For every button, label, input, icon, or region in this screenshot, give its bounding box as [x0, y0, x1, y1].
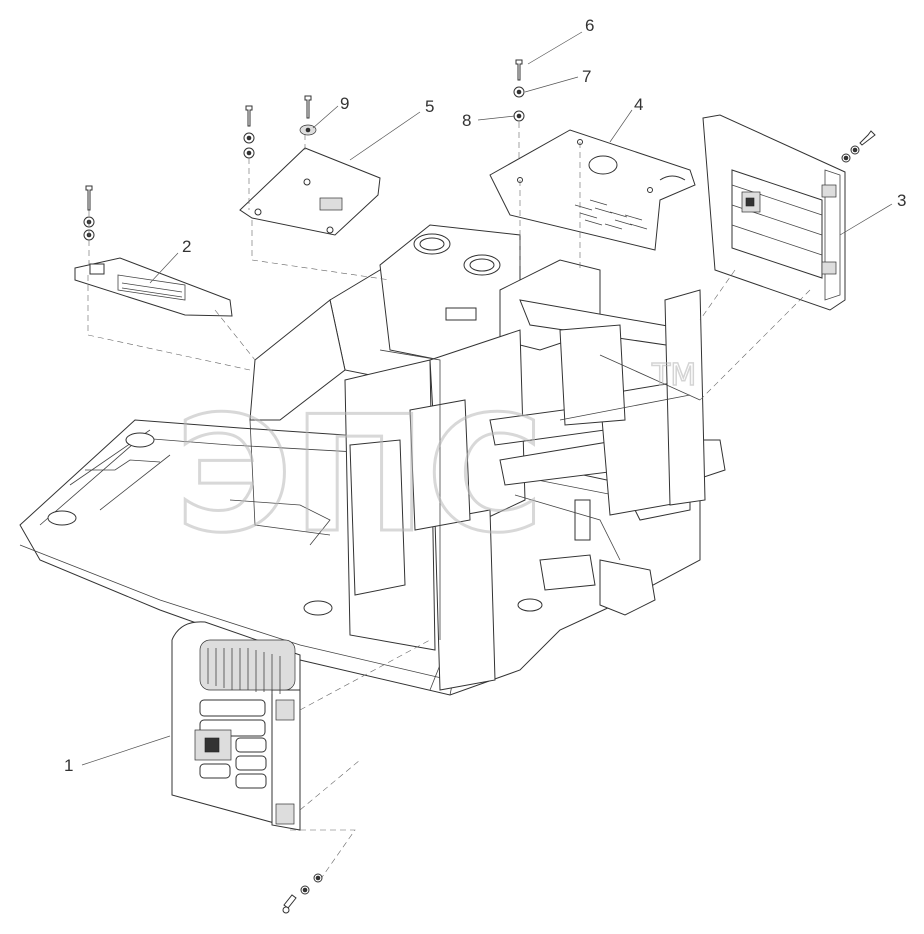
callout-9: 9 — [340, 94, 349, 113]
main-frame — [249, 224, 706, 691]
vent-slots — [199, 639, 296, 694]
bolt-set-part3 — [841, 130, 876, 163]
callout-5: 5 — [425, 97, 434, 116]
bolt-set-part5 — [243, 95, 317, 210]
watermark: ЭПС TM — [174, 357, 697, 569]
callout-6: 6 — [585, 16, 594, 35]
callout-1: 1 — [64, 756, 73, 775]
callout-8: 8 — [462, 111, 471, 130]
part-5-top-plate — [239, 125, 391, 281]
callout-2: 2 — [182, 237, 191, 256]
bolt-set-front — [282, 873, 323, 914]
bolt-set-part2 — [83, 185, 95, 265]
callout-7: 7 — [582, 67, 591, 86]
part-4-top-plate — [489, 129, 696, 270]
leader-lines — [81, 31, 893, 766]
part-3-side-panel — [699, 114, 846, 401]
callout-3: 3 — [897, 191, 906, 210]
bolt-set-part4 — [513, 59, 525, 160]
vent-grille-4 — [574, 199, 648, 230]
callout-labels: 1 2 3 4 5 6 7 8 9 — [64, 16, 906, 775]
watermark-trademark: TM — [651, 358, 696, 393]
part-1-front-panel — [171, 621, 431, 881]
part-2-cover-plate — [74, 257, 256, 371]
watermark-text: ЭПС — [175, 381, 544, 568]
callout-4: 4 — [634, 95, 643, 114]
